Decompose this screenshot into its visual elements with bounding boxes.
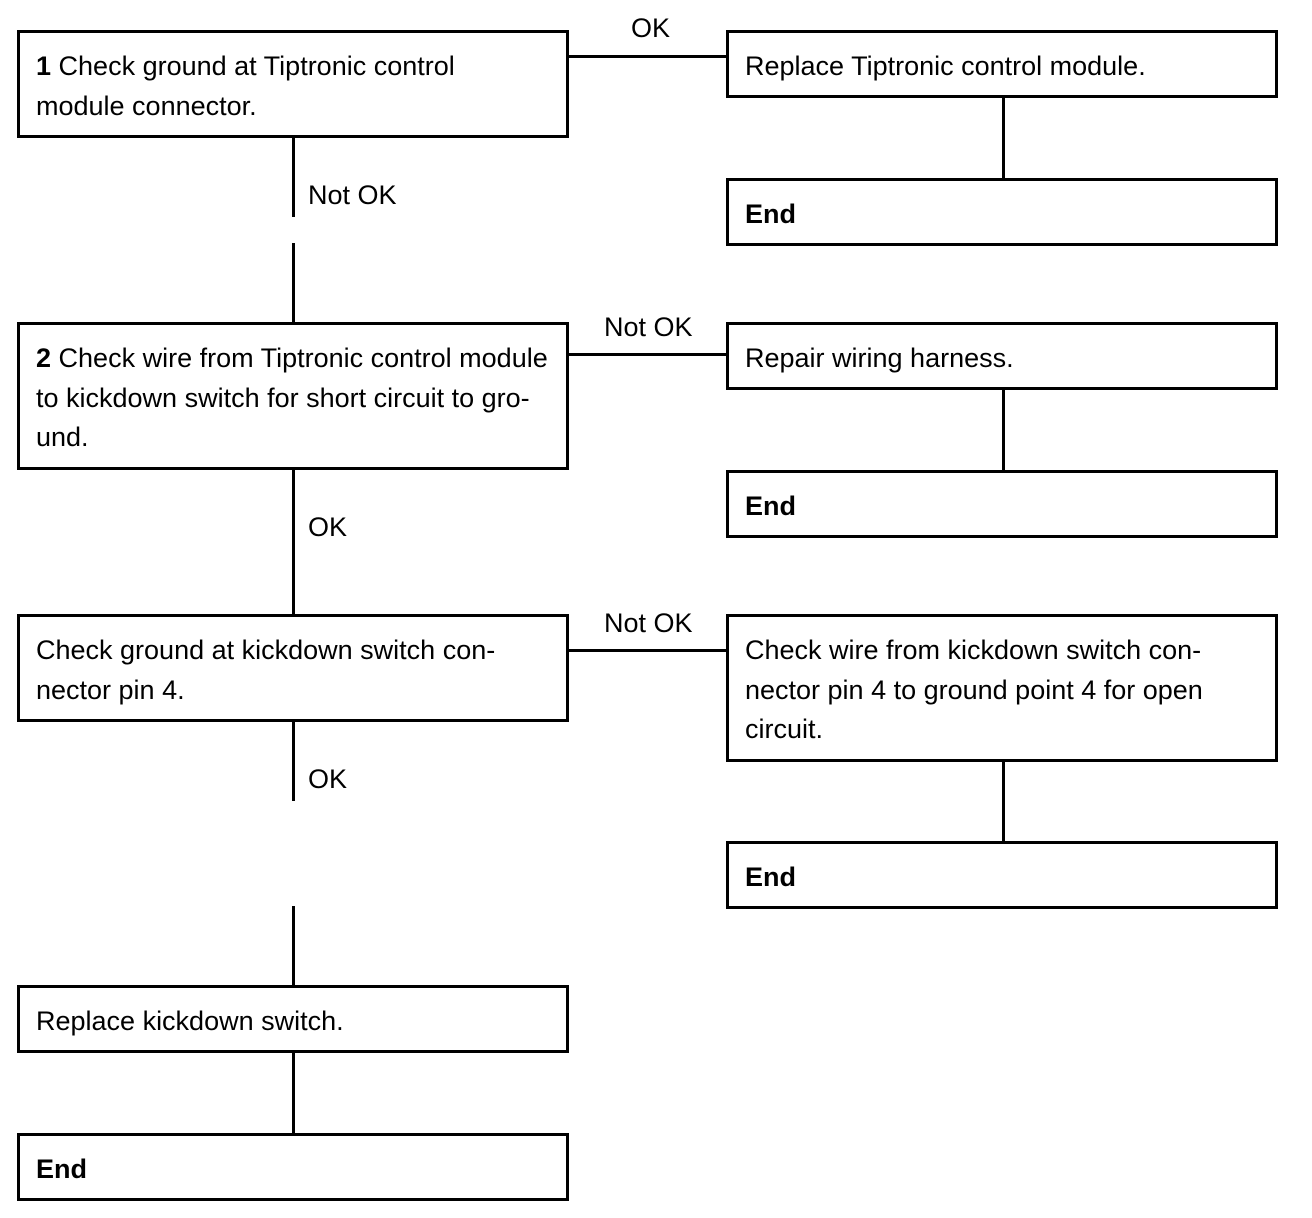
label-step3-ok: OK bbox=[308, 764, 348, 794]
end-left-text: End bbox=[36, 1154, 87, 1184]
connector-module-to-end bbox=[1002, 98, 1005, 178]
check-open-circuit-box: Check wire from kickdown switch con-nect… bbox=[726, 614, 1278, 762]
step-3-text: Check ground at kickdown switch con-nect… bbox=[36, 635, 496, 705]
end-2-text: End bbox=[745, 491, 796, 521]
connector-step1-right bbox=[569, 55, 726, 58]
step-3-box: Check ground at kickdown switch con-nect… bbox=[17, 614, 569, 722]
repair-harness-text: Repair wiring harness. bbox=[745, 343, 1014, 373]
step-1-number: 1 bbox=[36, 51, 52, 81]
connector-harness-to-end bbox=[1002, 390, 1005, 470]
label-step1-ok: OK bbox=[631, 13, 671, 43]
connector-step2-right bbox=[569, 353, 726, 356]
label-step2-ok: OK bbox=[308, 512, 348, 542]
check-open-circuit-text: Check wire from kickdown switch con-nect… bbox=[745, 635, 1203, 744]
connector-circuit-to-end bbox=[1002, 762, 1005, 841]
step-1-text: Check ground at Tiptronic control module… bbox=[36, 51, 455, 121]
step-2-number: 2 bbox=[36, 343, 52, 373]
end-1-text: End bbox=[745, 199, 796, 229]
connector-replace-to-end bbox=[292, 1053, 295, 1133]
step-1-box: 1 Check ground at Tiptronic control modu… bbox=[17, 30, 569, 138]
end-box-left: End bbox=[17, 1133, 569, 1201]
step-2-box: 2 Check wire from Tiptronic control modu… bbox=[17, 322, 569, 470]
replace-module-box: Replace Tiptronic control module. bbox=[726, 30, 1278, 98]
replace-module-text: Replace Tiptronic control module. bbox=[745, 51, 1146, 81]
connector-step2-down bbox=[292, 470, 295, 614]
repair-harness-box: Repair wiring harness. bbox=[726, 322, 1278, 390]
connector-step3-right bbox=[569, 649, 726, 652]
end-3-text: End bbox=[745, 862, 796, 892]
connector-step3-down-b bbox=[292, 906, 295, 985]
end-box-2: End bbox=[726, 470, 1278, 538]
replace-kickdown-text: Replace kickdown switch. bbox=[36, 1006, 344, 1036]
step-2-text: Check wire from Tiptronic control module… bbox=[36, 343, 548, 452]
connector-step3-down-a bbox=[292, 722, 295, 801]
end-box-1: End bbox=[726, 178, 1278, 246]
connector-step1-down-b bbox=[292, 243, 295, 322]
end-box-3: End bbox=[726, 841, 1278, 909]
connector-step1-down-a bbox=[292, 138, 295, 217]
label-step2-not-ok: Not OK bbox=[604, 312, 693, 342]
replace-kickdown-box: Replace kickdown switch. bbox=[17, 985, 569, 1053]
label-step1-not-ok: Not OK bbox=[308, 180, 397, 210]
label-step3-not-ok: Not OK bbox=[604, 608, 693, 638]
